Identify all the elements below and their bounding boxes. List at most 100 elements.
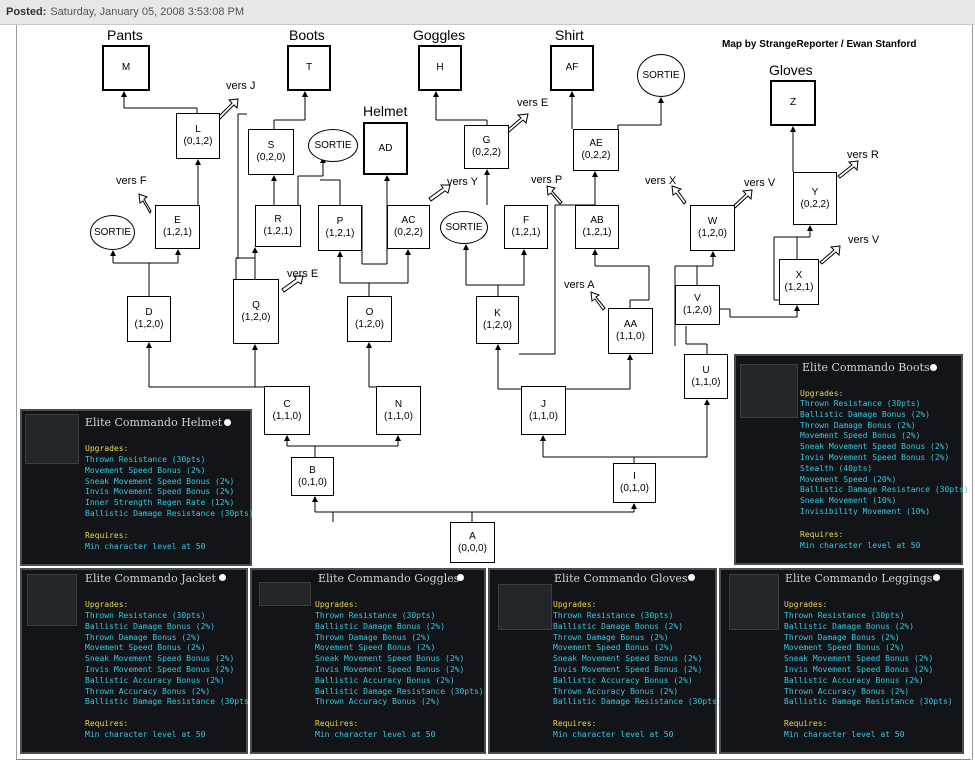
panel-title: Elite Commando Gloves <box>554 572 688 585</box>
helmet-panel: Elite Commando Helmet Upgrades: Thrown R… <box>20 409 254 566</box>
boots-node: T <box>287 45 331 91</box>
node-J: J(1,1,0) <box>521 386 566 435</box>
node-value: (1,2,0) <box>241 311 271 323</box>
post-header: Posted:Saturday, January 05, 2008 3:53:0… <box>0 0 975 25</box>
node-value: (0,2,2) <box>394 227 423 238</box>
node-W: W(1,2,0) <box>690 205 735 251</box>
upgrade-item: Invis Movement Speed Bonus (2%) <box>800 452 950 462</box>
upgrade-item: Thrown Resistance (30pts) <box>553 611 674 620</box>
upgrade-item: Thrown Resistance (30pts) <box>315 611 436 620</box>
sortie-node: SORTIE <box>440 211 488 244</box>
node-value: (0,1,2) <box>183 136 213 147</box>
node-value: (1,2,1) <box>325 228 355 239</box>
node-D: D(1,2,0) <box>127 296 171 342</box>
upgrade-item: Movement Speed Bonus (2%) <box>85 643 206 653</box>
close-dot-icon[interactable] <box>930 364 937 371</box>
requires-label: Requires: <box>85 531 129 540</box>
vers-label: vers Y <box>447 176 478 188</box>
node-value: (1,2,0) <box>698 228 727 239</box>
shirt-node: AF <box>550 45 594 91</box>
node-value: (0,2,2) <box>800 198 830 210</box>
node-name: N <box>394 398 403 410</box>
close-dot-icon[interactable] <box>933 574 940 581</box>
node-name: K <box>494 308 501 319</box>
upgrade-item: Ballistic Damage Bonus (2%) <box>85 621 216 631</box>
node-value: (1,2,1) <box>163 227 192 238</box>
upgrade-item: Ballistic Damage Bonus (2%) <box>315 621 446 631</box>
node-G: G(0,2,2) <box>464 125 509 169</box>
node-name: U <box>702 364 710 376</box>
panel-title: Elite Commando Leggings <box>785 572 933 585</box>
upgrade-item: Thrown Accuracy Bonus (2%) <box>315 697 441 707</box>
node-name: E <box>174 215 181 226</box>
node-value: (1,2,1) <box>582 227 612 238</box>
upgrade-item: Sneak Movement Speed Bonus (2%) <box>315 654 465 664</box>
node-U: U(1,1,0) <box>684 354 728 399</box>
helmet-title: Helmet <box>363 103 408 119</box>
node-O: O(1,2,0) <box>347 296 392 342</box>
upgrade-item: Ballistic Damage Bonus (2%) <box>553 621 684 631</box>
upgrade-item: Ballistic Damage Bonus (2%) <box>784 621 915 631</box>
upgrade-item: Invis Movement Speed Bonus (2%) <box>784 664 934 674</box>
gloves-title: Gloves <box>769 62 813 78</box>
node-name: V <box>694 293 701 304</box>
sortie-label: SORTIE <box>445 222 483 233</box>
upgrade-item: Ballistic Damage Bonus (2%) <box>800 409 931 419</box>
requires-value: Min character level at 50 <box>315 730 436 739</box>
upgrade-item: Ballistic Damage Resistance (30pts) <box>784 697 953 707</box>
requires-value: Min character level at 50 <box>800 541 921 550</box>
node-E: E(1,2,1) <box>155 205 200 249</box>
node-name: O <box>365 307 374 318</box>
leggings-thumbnail <box>729 574 779 630</box>
node-name: G <box>482 135 491 146</box>
node-name: W <box>707 216 718 227</box>
upgrades-list: Thrown Resistance (30pts) Ballistic Dama… <box>800 399 969 518</box>
upgrade-item: Invisibility Movement (10%) <box>800 506 931 516</box>
node-name: D <box>145 307 153 318</box>
node-AA: AA(1,1,0) <box>608 308 653 354</box>
upgrade-item: Ballistic Damage Resistance (30pts) <box>553 697 722 707</box>
node-R: R(1,2,1) <box>255 205 301 247</box>
vers-label: vers X <box>645 175 677 187</box>
node-value: (1,1,0) <box>616 331 645 342</box>
sortie-node: SORTIE <box>308 129 358 162</box>
close-dot-icon[interactable] <box>688 574 695 581</box>
upgrade-item: Ballistic Accuracy Bonus (2%) <box>85 675 225 685</box>
node-value: (1,2,0) <box>683 305 712 316</box>
node-name: A <box>469 530 476 542</box>
node-C: C(1,1,0) <box>264 386 310 435</box>
panel-title: Elite Commando Jacket <box>85 572 216 585</box>
node-S: S(0,2,0) <box>248 129 294 175</box>
upgrade-item: Invis Movement Speed Bonus (2%) <box>315 664 465 674</box>
pants-node: M <box>102 45 150 91</box>
node-B: B(0,1,0) <box>291 457 334 496</box>
vers-label: vers E <box>287 268 319 280</box>
node-name: C <box>283 398 291 410</box>
node-AE: AE(0,2,2) <box>573 129 619 171</box>
node-value: (0,2,2) <box>472 147 501 158</box>
requires-value: Min character level at 50 <box>85 730 206 739</box>
sortie-node: SORTIE <box>637 54 685 97</box>
upgrade-item: Movement Speed Bonus (2%) <box>553 643 674 653</box>
node-value: (1,1,0) <box>384 410 413 422</box>
node-name: S <box>267 140 275 151</box>
sortie-node: SORTIE <box>90 215 135 250</box>
upgrade-item: Ballistic Damage Resistance (30pts) <box>85 697 254 707</box>
node-value: (1,2,1) <box>511 227 541 238</box>
upgrade-item: Sneak Movement Speed Bonus (2%) <box>553 654 703 664</box>
upgrade-item: Ballistic Damage Resistance (30pts) <box>315 686 484 696</box>
close-dot-icon[interactable] <box>457 574 464 581</box>
upgrades-label: Upgrades: <box>315 600 359 609</box>
gloves-node: Z <box>770 80 816 126</box>
helmet-thumbnail <box>25 414 79 464</box>
close-dot-icon[interactable] <box>219 574 226 581</box>
panel-title: Elite Commando Helmet <box>85 416 223 429</box>
upgrade-item: Sneak Movement Speed Bonus (2%) <box>85 654 235 664</box>
close-dot-icon[interactable] <box>224 419 231 426</box>
map-credit: Map by StrangeReporter / Ewan Stanford <box>722 39 917 50</box>
upgrade-item: Sneak Movement Speed Bonus (2%) <box>800 442 950 452</box>
node-name: Y <box>811 186 819 198</box>
requires-value: Min character level at 50 <box>85 542 206 551</box>
requires-label: Requires: <box>784 719 828 728</box>
